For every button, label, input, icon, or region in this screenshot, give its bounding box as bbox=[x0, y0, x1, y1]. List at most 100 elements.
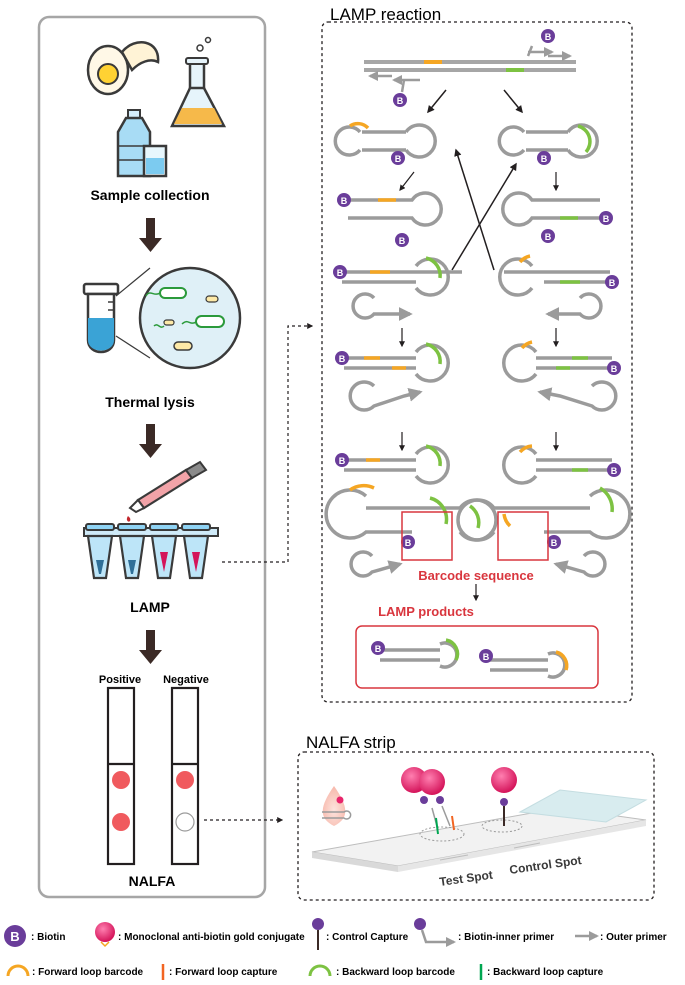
water-bottle-icon bbox=[116, 109, 168, 178]
svg-text:B: B bbox=[341, 196, 348, 206]
lamp-reaction-title: LAMP reaction bbox=[330, 5, 441, 24]
biotin-icon bbox=[541, 29, 555, 43]
flow-arrow bbox=[399, 171, 415, 191]
biotin-icon: B bbox=[337, 193, 351, 207]
biotin-icon bbox=[312, 918, 324, 930]
gold-conjugate-icon bbox=[401, 767, 455, 835]
svg-text:B: B bbox=[395, 154, 402, 164]
biotin-icon: B bbox=[605, 275, 619, 289]
dumbbell-structure bbox=[348, 191, 443, 227]
extended-structure bbox=[342, 256, 462, 321]
biotin-inner-primer: B bbox=[392, 75, 420, 107]
biotin-icon: B bbox=[547, 535, 561, 549]
concatemer-structure bbox=[324, 444, 498, 578]
barcode-highlight-box bbox=[401, 511, 453, 561]
test-spot-marker bbox=[419, 826, 465, 842]
flow-arrow bbox=[427, 89, 447, 114]
nalfa-label: NALFA bbox=[129, 873, 176, 889]
svg-text:B: B bbox=[399, 236, 406, 246]
dumbbell-structure bbox=[333, 121, 437, 159]
extended-structure bbox=[344, 342, 450, 412]
spot-pointer bbox=[513, 842, 541, 849]
spot-pointer bbox=[439, 854, 469, 861]
biotin-inner-primer: B bbox=[526, 29, 555, 57]
control-spot-marker bbox=[481, 819, 523, 833]
concatemer-structure bbox=[456, 444, 632, 578]
biotin-icon bbox=[371, 641, 385, 655]
biotin-icon: B bbox=[541, 229, 555, 243]
barcode-highlight-box bbox=[497, 511, 549, 561]
svg-text:B: B bbox=[339, 456, 346, 466]
extended-structure bbox=[502, 340, 618, 412]
test-tube-icon bbox=[82, 282, 120, 354]
svg-text:B: B bbox=[541, 154, 548, 164]
bacteria-icon bbox=[138, 266, 242, 370]
biotin-badge-text: B bbox=[397, 96, 404, 106]
legend-outer-primer: : Outer primer bbox=[575, 931, 667, 943]
legend-biotin: B : Biotin bbox=[4, 925, 65, 947]
svg-text:B: B bbox=[611, 364, 618, 374]
dna-template bbox=[364, 51, 576, 81]
svg-text:B: B bbox=[10, 929, 19, 944]
biotin-icon bbox=[4, 925, 26, 947]
legend-control-capture: : Control Capture bbox=[312, 918, 409, 950]
workflow-panel bbox=[37, 15, 267, 899]
down-arrow-icon bbox=[139, 218, 162, 252]
svg-text:: Forward loop capture: : Forward loop capture bbox=[169, 967, 278, 978]
svg-text:B: B bbox=[483, 652, 490, 662]
connector-lamp bbox=[222, 323, 314, 563]
pcr-tubes-icon bbox=[83, 523, 219, 580]
negative-label: Negative bbox=[163, 674, 209, 686]
lateral-flow-strip bbox=[311, 789, 648, 872]
lamp-products-box bbox=[355, 625, 599, 689]
biotin-icon: B bbox=[599, 211, 613, 225]
flow-arrow bbox=[503, 89, 523, 114]
down-arrow-icon bbox=[139, 630, 162, 664]
biotin-icon: B bbox=[391, 151, 405, 165]
pipette-icon bbox=[126, 460, 208, 522]
nalfa-strip-panel bbox=[297, 751, 655, 901]
lamp-product: B bbox=[371, 638, 460, 669]
legend: B : Biotin : Monoclonal anti-biotin gold… bbox=[4, 918, 667, 980]
biotin-badge-text: B bbox=[545, 32, 552, 42]
svg-text:: Outer primer: : Outer primer bbox=[600, 932, 667, 943]
legend-biotin-inner-primer: : Biotin-inner primer bbox=[414, 918, 554, 947]
svg-text:: Biotin-inner primer: : Biotin-inner primer bbox=[458, 932, 554, 943]
svg-text:: Control Capture: : Control Capture bbox=[326, 932, 409, 943]
control-spot-positive bbox=[112, 813, 130, 831]
dumbbell-structure bbox=[497, 123, 599, 159]
legend-forward-loop-capture: : Forward loop capture bbox=[161, 964, 278, 980]
control-spot-label: Control Spot bbox=[508, 853, 582, 877]
flask-icon bbox=[170, 36, 227, 128]
svg-text:: Biotin: : Biotin bbox=[31, 932, 65, 943]
gold-conjugate-icon bbox=[491, 767, 517, 826]
biotin-icon: B bbox=[607, 361, 621, 375]
biotin-icon: B bbox=[401, 535, 415, 549]
svg-text:B: B bbox=[337, 268, 344, 278]
test-spot-negative bbox=[175, 812, 195, 832]
svg-text:B: B bbox=[545, 232, 552, 242]
biotin-icon: B bbox=[537, 151, 551, 165]
svg-text:: Forward loop barcode: : Forward loop barcode bbox=[32, 967, 144, 978]
svg-text:B: B bbox=[609, 278, 616, 288]
sample-drop-icon bbox=[322, 786, 352, 826]
lamp-label: LAMP bbox=[130, 599, 170, 615]
biotin-icon bbox=[414, 918, 426, 930]
sample-collection-label: Sample collection bbox=[90, 187, 209, 203]
svg-text:B: B bbox=[339, 354, 346, 364]
control-spot-negative bbox=[176, 771, 194, 789]
nalfa-strip-title: NALFA strip bbox=[306, 733, 396, 752]
cross-arrow bbox=[451, 162, 517, 271]
svg-text:B: B bbox=[375, 644, 382, 654]
biotin-icon: B bbox=[335, 453, 349, 467]
legend-forward-loop-barcode: : Forward loop barcode bbox=[6, 964, 144, 978]
biotin-icon bbox=[393, 93, 407, 107]
lamp-products-label: LAMP products bbox=[378, 604, 474, 619]
positive-strip bbox=[106, 686, 136, 866]
svg-text:B: B bbox=[603, 214, 610, 224]
gold-sphere-icon bbox=[95, 922, 115, 942]
dumbbell-structure bbox=[501, 191, 600, 227]
svg-text:B: B bbox=[611, 466, 618, 476]
absorbent-pad bbox=[518, 789, 648, 823]
zoom-line bbox=[115, 267, 151, 297]
